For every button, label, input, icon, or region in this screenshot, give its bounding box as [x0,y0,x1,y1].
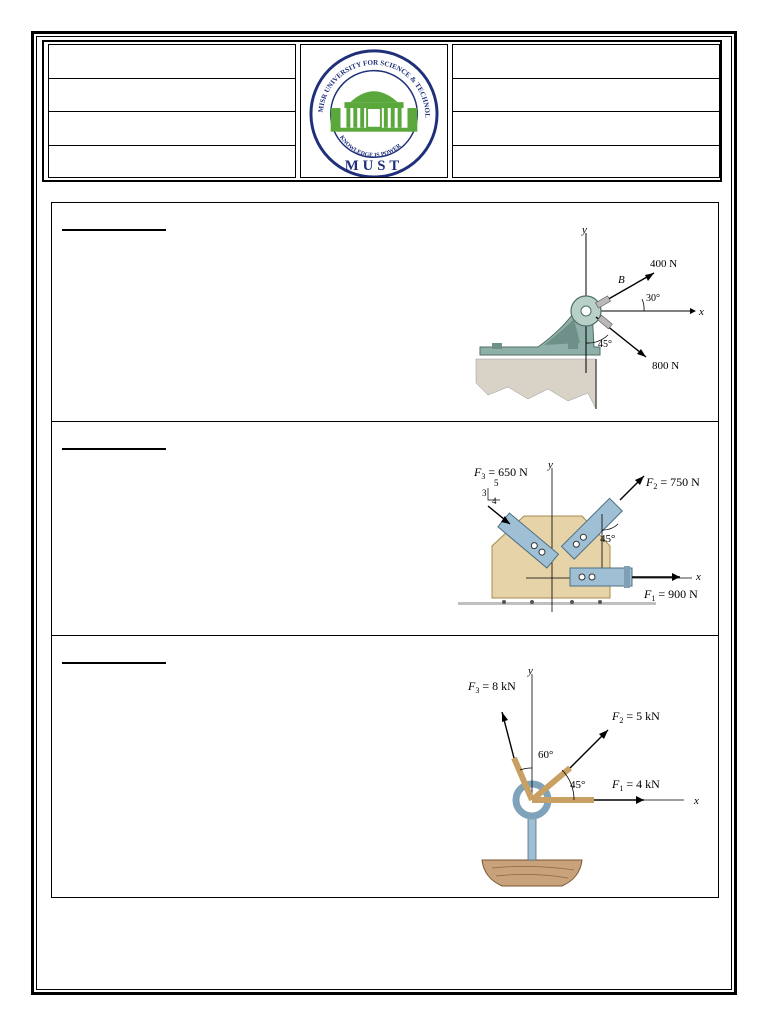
university-logo: MISR UNIVERSITY FOR SCIENCE & TECHNOLOGY… [301,45,439,177]
header-right-column [452,44,720,178]
problem-title-line [62,448,166,450]
force-800-label: 800 N [652,360,679,372]
header-right-row [453,79,719,112]
header-table: MISR UNIVERSITY FOR SCIENCE & TECHNOLOGY… [42,40,722,182]
problem-title-line [62,229,166,231]
problem-row-1: y x 400 N B 30° 800 N 45° [52,203,718,422]
header-logo-cell: MISR UNIVERSITY FOR SCIENCE & TECHNOLOGY… [300,44,448,178]
angle-30-label: 30° [646,293,660,304]
header-right-row [453,112,719,146]
f1-label: F1 = 4 kN [611,777,660,793]
problems-table: y x 400 N B 30° 800 N 45° [51,202,719,898]
f2-label: F2 = 5 kN [611,709,660,725]
header-left-row [49,79,295,112]
axis-y-label: y [527,665,533,677]
angle-45-label: 45° [570,779,585,791]
problem-3-figure: y x F3 = 8 kN F2 = 5 kN F1 = 4 kN 60° 45… [467,665,699,887]
axis-y-label: y [581,224,587,236]
problem-row-2: y x 45° [52,422,718,636]
header-left-row [49,146,295,180]
problem-1-figure: y x 400 N B 30° 800 N 45° [475,224,704,410]
f2-label: F2 = 750 N [645,475,700,491]
slope-5-label: 5 [494,478,499,488]
problem-2-figure: y x 45° [458,459,701,612]
header-right-row [453,146,719,180]
header-left-column [48,44,296,178]
logo-building-icon [330,91,418,132]
problem-row-3: y x F3 = 8 kN F2 = 5 kN F1 = 4 kN 60° 45… [52,636,718,898]
axis-x-label: x [698,306,704,318]
force-400-label: 400 N [650,258,677,270]
header-left-row [49,112,295,146]
page-border-inner [36,36,732,990]
f1-label: F1 = 900 N [643,587,698,603]
header-left-row [49,45,295,79]
point-b-label: B [618,274,625,286]
slope-4-label: 4 [492,496,497,506]
slope-3-label: 3 [482,488,487,498]
axis-x-label: x [695,571,701,583]
axis-x-label: x [693,795,699,807]
angle-45-label: 45° [600,533,615,545]
f3-label: F3 = 8 kN [467,679,516,695]
logo-acronym: MUST [345,158,403,174]
angle-45-label: 45° [598,339,612,350]
axis-y-label: y [547,459,553,471]
problem-title-line [62,662,166,664]
angle-60-label: 60° [538,749,553,761]
f3-label: F3 = 650 N [473,465,528,481]
page-border [31,31,737,995]
header-right-row [453,45,719,79]
